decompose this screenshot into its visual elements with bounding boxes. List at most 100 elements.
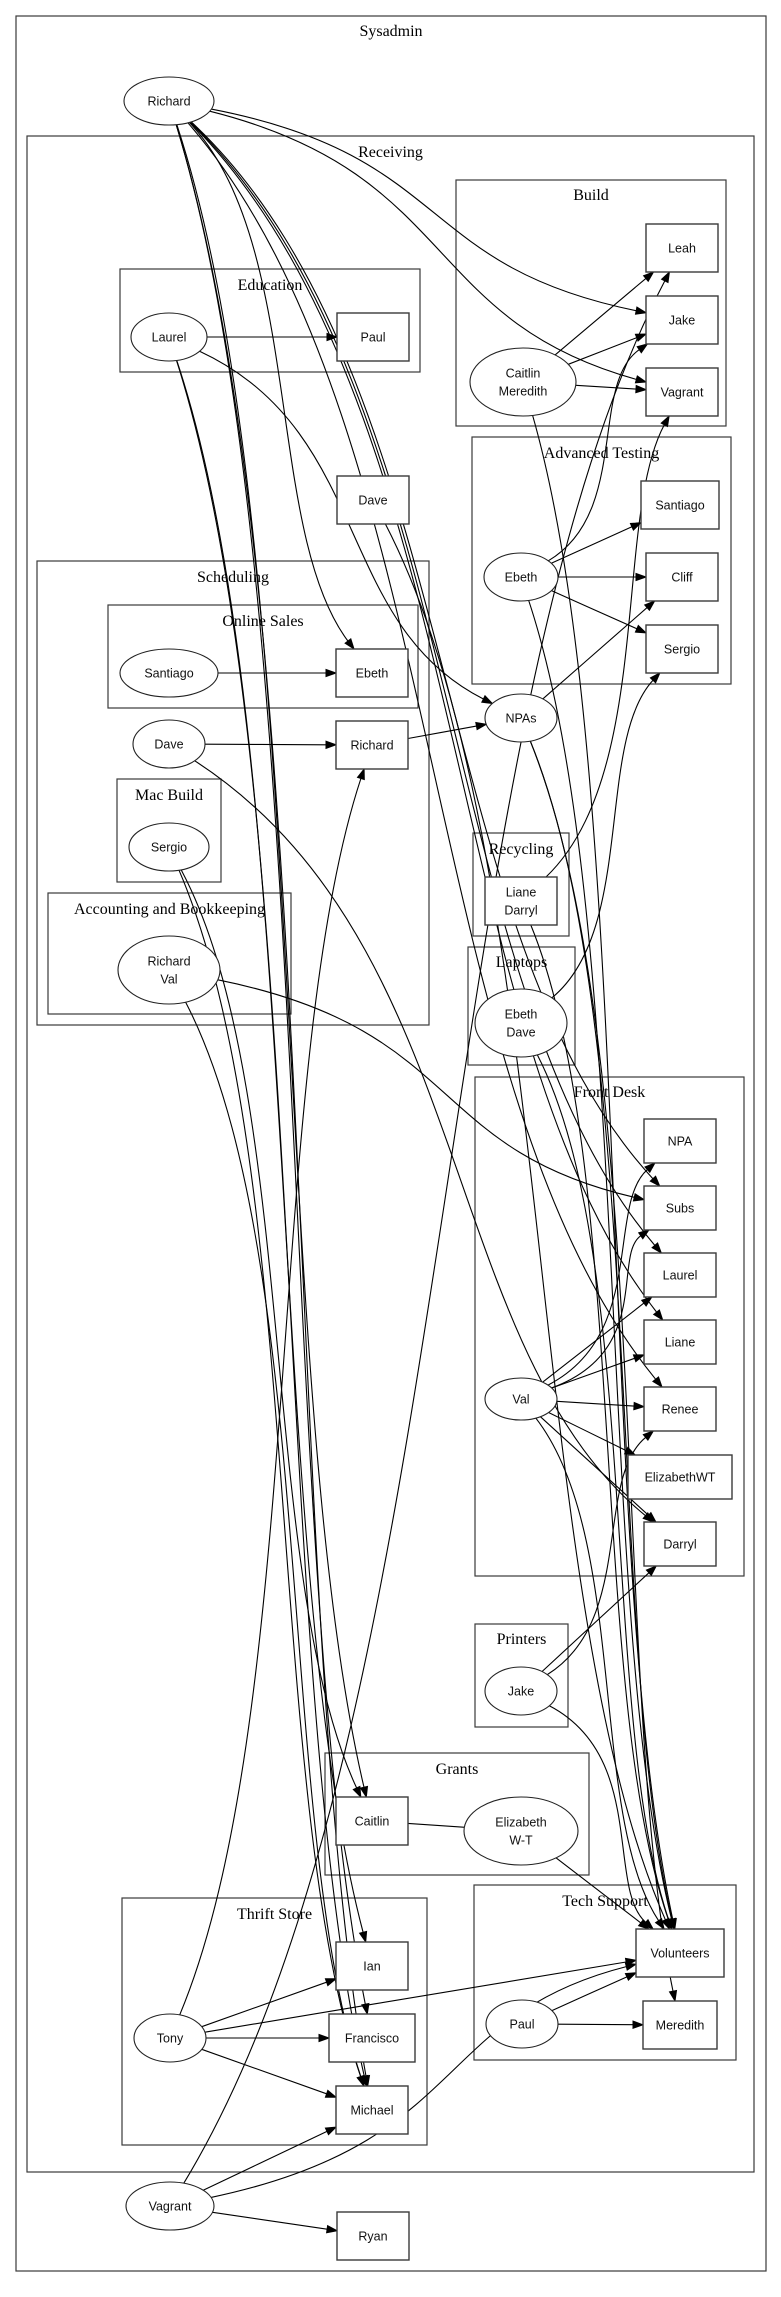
cluster-title: Receiving [358,144,423,161]
node-recv-npas[interactable]: NPAs [484,693,558,743]
node-at-santiago[interactable]: Santiago [640,480,720,530]
node-sys-ryan[interactable]: Ryan [336,2211,410,2261]
arrowhead-icon [660,270,671,284]
node-fd-ewt[interactable]: ElizabethWT [627,1454,733,1500]
node-th-ian[interactable]: Ian [335,1941,409,1991]
cluster-title: Online Sales [222,613,303,630]
edge-sys-vagrant-to-th-michael [202,2126,338,2191]
arrowhead-icon [637,1919,650,1930]
edge-gr-ewt-to-ts-volunteers [555,1857,650,1930]
node-label: NPAs [505,712,536,726]
edge-line [547,1169,648,1386]
node-edu-paul[interactable]: Paul [336,312,410,362]
node-label: Vagrant [149,2200,192,2214]
edge-recv-npas-to-ts-meredith [529,740,678,2003]
edge-sys-richard-to-th-michael [175,124,371,2088]
box-shape [643,1118,717,1164]
edge-edu-laurel-to-th-ian [176,360,368,1944]
node-fd-liane[interactable]: Liane [643,1319,717,1365]
arrowhead-icon [635,384,648,394]
node-sys-richard[interactable]: Richard [123,76,215,126]
node-fd-subs[interactable]: Subs [643,1185,717,1231]
node-sys-vagrant[interactable]: Vagrant [125,2181,215,2231]
ellipse-shape [133,2013,207,2063]
edge-fd-val-to-ts-volunteers [535,1417,665,1931]
node-sch-dave[interactable]: Dave [132,719,206,769]
node-build-leah[interactable]: Leah [645,223,719,273]
edge-line [188,122,349,642]
edge-edu-laurel-to-recv-npas [199,350,494,705]
cluster-border [119,268,421,373]
edge-line [201,2048,327,2095]
node-pr-jake[interactable]: Jake [484,1666,558,1716]
edge-line [554,277,647,356]
edge-line [204,1961,627,2033]
box-shape [640,480,720,530]
edge-at-ebeth-to-at-sergio [551,590,648,634]
node-ts-volunteers[interactable]: Volunteers [635,1928,725,1978]
node-label: Michael [350,2104,393,2118]
node-th-francisco[interactable]: Francisco [328,2013,416,2063]
edge-line [175,360,365,2077]
arrowhead-icon [632,1354,646,1363]
arrowhead-icon [633,1401,646,1411]
cluster-border [26,135,755,2173]
edge-pr-jake-to-fd-darryl [541,1565,658,1672]
node-fd-val[interactable]: Val [484,1377,558,1421]
node-at-sergio[interactable]: Sergio [645,624,719,674]
arrowhead-icon [344,637,355,651]
node-sch-richard[interactable]: Richard [335,720,409,770]
node-gr-caitlin[interactable]: Caitlin [335,1796,409,1846]
arrowhead-icon [475,721,488,731]
edge-line [384,523,666,1921]
node-label: Paul [360,331,385,345]
node-os-ebeth[interactable]: Ebeth [335,648,409,698]
node-build-jake[interactable]: Jake [645,295,719,345]
node-th-tony[interactable]: Tony [133,2013,207,2063]
node-ts-paul[interactable]: Paul [485,1999,559,2049]
edge-line [194,760,646,1517]
edge-ts-paul-to-ts-volunteers [551,1972,638,2012]
arrowhead-icon [634,624,648,634]
box-shape [645,223,719,273]
node-at-cliff[interactable]: Cliff [645,552,719,602]
node-mb-sergio[interactable]: Sergio [128,822,210,872]
node-os-santiago[interactable]: Santiago [119,648,219,698]
edge-acc-rv-to-fd-subs [217,979,646,1202]
node-at-ebeth[interactable]: Ebeth [483,552,559,602]
node-ts-meredith[interactable]: Meredith [642,2000,718,2050]
node-edu-laurel[interactable]: Laurel [130,312,208,362]
cluster-printers: Printers [474,1623,569,1728]
arrowhead-icon [318,2033,331,2043]
node-fd-npa[interactable]: NPA [643,1118,717,1164]
edge-line [210,1966,627,2198]
node-label: Vagrant [661,386,704,400]
arrowhead-icon [326,2224,339,2234]
edge-sys-richard-to-build-vagrant [209,110,648,384]
cluster-advanced-testing: Advanced Testing [471,436,732,685]
edge-line [540,1416,649,1516]
node-label: Ryan [358,2230,387,2244]
node-build-vagrant[interactable]: Vagrant [645,367,719,417]
node-th-michael[interactable]: Michael [335,2085,409,2135]
box-shape [335,1796,409,1846]
edge-rec-ld-to-build-vagrant [545,414,670,878]
node-recv-dave[interactable]: Dave [336,475,410,525]
edge-mb-sergio-to-gr-caitlin [180,869,362,1799]
box-shape [643,1185,717,1231]
edge-line [545,424,665,878]
edge-line [176,124,365,1788]
arrowhead-icon [645,1511,657,1524]
node-fd-renee[interactable]: Renee [643,1386,717,1432]
node-fd-darryl[interactable]: Darryl [643,1521,717,1567]
node-gr-ewt[interactable]: ElizabethW-T [463,1796,579,1866]
arrowhead-icon [642,271,655,283]
arrowhead-icon [634,333,648,342]
node-fd-laurel[interactable]: Laurel [643,1252,717,1298]
edge-line [551,1357,635,1389]
node-label: Sergio [151,841,187,855]
